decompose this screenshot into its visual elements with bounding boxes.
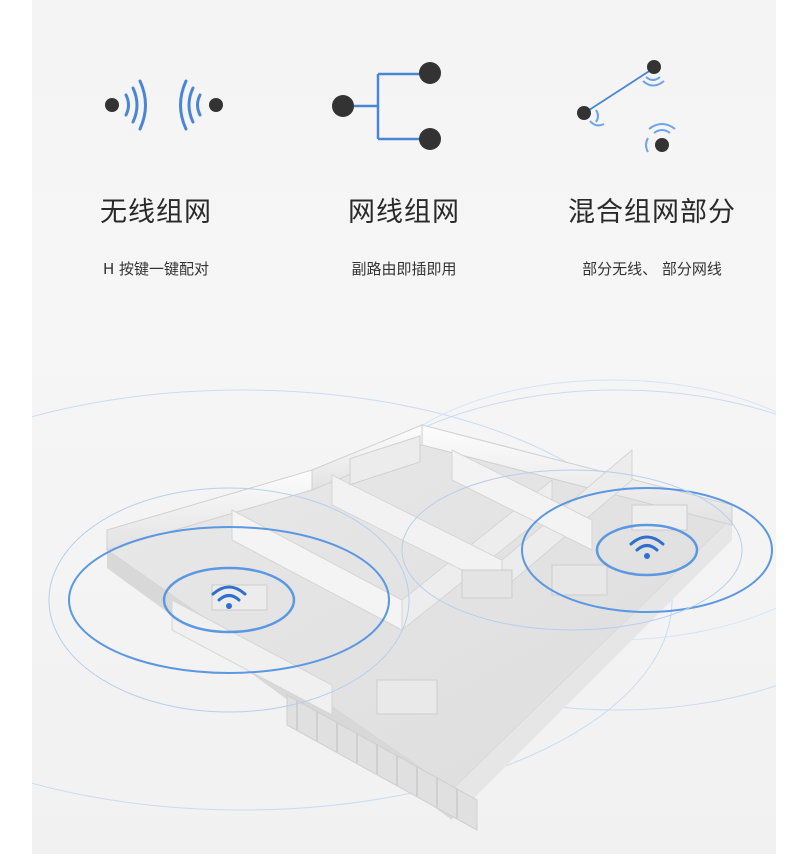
feature-title: 网线组网	[348, 197, 460, 228]
wifi-icon	[211, 585, 247, 609]
feature-subtitle: 副路由即插即用	[351, 260, 457, 278]
feature-section: 无线组网 H 按键一键配对 网线组网 副路由即插即用	[32, 0, 776, 300]
feature-hybrid: 混合组网部分 部分无线、 部分网线	[528, 0, 776, 300]
wifi-icon	[629, 535, 665, 559]
feature-title: 混合组网部分	[568, 197, 736, 228]
wired-branch-icon	[332, 62, 441, 150]
house-illustration	[0, 379, 807, 831]
hybrid-network-icon	[577, 60, 676, 153]
wireless-signal-icon	[105, 79, 223, 131]
feature-subtitle: H 按键一键配对	[102, 260, 210, 278]
floorplan-illustration	[0, 300, 807, 854]
feature-wireless: 无线组网 H 按键一键配对	[32, 0, 280, 300]
feature-subtitle: 部分无线、 部分网线	[582, 260, 722, 278]
feature-wired: 网线组网 副路由即插即用	[280, 0, 528, 300]
feature-title: 无线组网	[100, 197, 212, 228]
